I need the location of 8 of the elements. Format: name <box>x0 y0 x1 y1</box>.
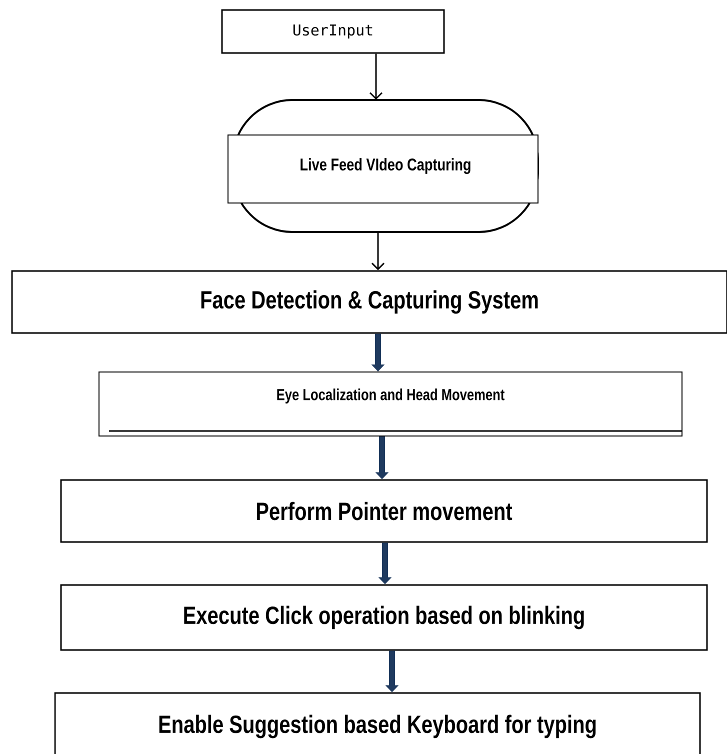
process-box: Face Detection & Capturing System <box>11 270 727 334</box>
process-box: Execute Click operation based on blinking <box>60 584 708 651</box>
process-box: Perform Pointer movement <box>60 479 708 543</box>
arrow <box>369 54 383 100</box>
input-box: UserInput <box>221 9 445 54</box>
process-box: Eye Localization and Head Movement <box>98 372 682 436</box>
arrow <box>371 232 385 270</box>
process-box: Enable Suggestion based Keyboard for typing <box>54 692 701 754</box>
